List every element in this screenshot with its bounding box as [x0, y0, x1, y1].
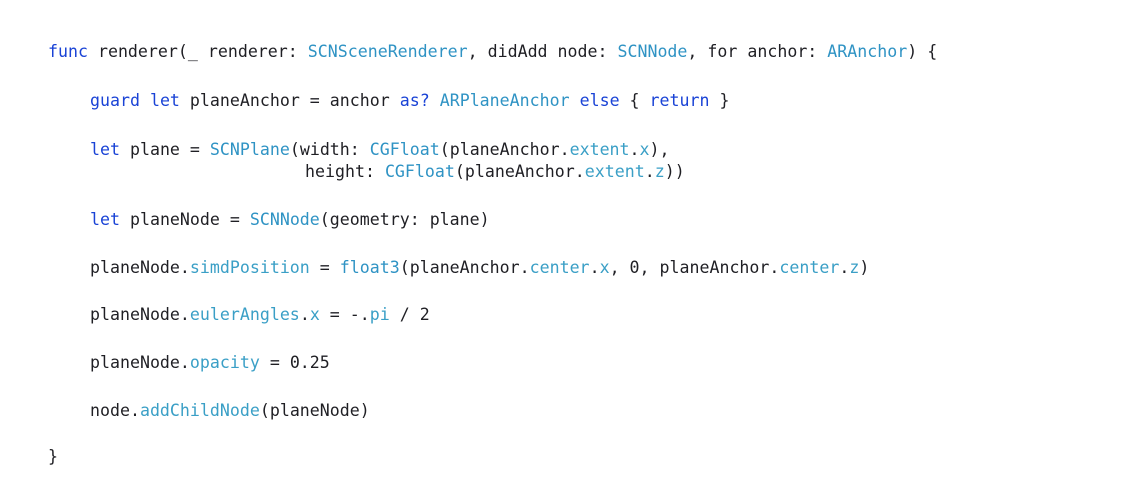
code-text-token: (planeAnchor.	[399, 258, 530, 277]
code-text-token: {	[619, 91, 650, 110]
keyword-token: let	[90, 140, 120, 159]
code-text-token: , for anchor:	[687, 42, 828, 61]
code-text-token: , didAdd node:	[467, 42, 618, 61]
code-text-token: (width:	[289, 140, 370, 159]
code-text-token: (planeNode)	[259, 401, 370, 420]
code-text-token: ))	[664, 162, 685, 181]
code-text-token: planeNode.	[90, 305, 190, 324]
keyword-token: else	[579, 91, 620, 110]
code-line-func-signature: func renderer(_ renderer: SCNSceneRender…	[48, 42, 937, 62]
member-token: x	[599, 258, 610, 277]
code-line-let-plane-node: let planeNode = SCNNode(geometry: plane)	[90, 210, 490, 230]
code-text-token: (planeAnchor.	[439, 140, 570, 159]
code-text-token: node.	[90, 401, 140, 420]
type-token: SCNNode	[249, 210, 320, 229]
member-token: z	[654, 162, 665, 181]
code-line-opacity: planeNode.opacity = 0.25	[90, 353, 330, 373]
code-text-token: .	[644, 162, 655, 181]
code-text-token: = -.	[319, 305, 370, 324]
code-text-token: (planeAnchor.	[454, 162, 585, 181]
code-text-token: =	[309, 258, 340, 277]
member-token: extent	[584, 162, 645, 181]
code-text-token	[570, 91, 580, 110]
keyword-token: let	[90, 210, 120, 229]
type-token: CGFloat	[369, 140, 440, 159]
member-token: x	[309, 305, 320, 324]
code-text-token: = 0.25	[259, 353, 330, 372]
member-token: extent	[569, 140, 630, 159]
code-line-plane-height: height: CGFloat(planeAnchor.extent.z))	[305, 162, 685, 182]
keyword-token: return	[649, 91, 710, 110]
code-text-token: .	[629, 140, 640, 159]
keyword-token: let	[149, 91, 180, 110]
code-text-token: (geometry: plane)	[319, 210, 490, 229]
member-token: opacity	[189, 353, 260, 372]
member-token: z	[849, 258, 860, 277]
code-text-token: )	[859, 258, 870, 277]
code-text-token: planeNode.	[90, 258, 190, 277]
keyword-token: func	[48, 42, 88, 61]
code-text-token: }	[48, 447, 58, 466]
code-text-token: }	[709, 91, 730, 110]
member-token: addChildNode	[139, 401, 260, 420]
member-token: eulerAngles	[189, 305, 300, 324]
code-text-token: plane =	[119, 140, 210, 159]
code-text-token: .	[299, 305, 310, 324]
member-token: center	[779, 258, 840, 277]
code-text-token	[140, 91, 150, 110]
code-text-token: height:	[305, 162, 385, 181]
type-token: CGFloat	[384, 162, 455, 181]
code-text-token: renderer(_ renderer:	[87, 42, 308, 61]
member-token: pi	[369, 305, 390, 324]
code-text-token: ) {	[907, 42, 938, 61]
keyword-token: guard	[90, 91, 140, 110]
code-text-token: planeNode =	[119, 210, 250, 229]
member-token: center	[529, 258, 590, 277]
type-token: SCNNode	[617, 42, 688, 61]
code-text-token: .	[839, 258, 850, 277]
member-token: simdPosition	[189, 258, 310, 277]
code-text-token: planeAnchor = anchor	[179, 91, 400, 110]
code-text-token: , 0, planeAnchor.	[609, 258, 780, 277]
code-line-let-plane: let plane = SCNPlane(width: CGFloat(plan…	[90, 140, 670, 160]
code-text-token: / 2	[389, 305, 430, 324]
type-token: ARPlaneAnchor	[439, 91, 570, 110]
type-token: ARAnchor	[827, 42, 908, 61]
code-line-euler-angles: planeNode.eulerAngles.x = -.pi / 2	[90, 305, 430, 325]
member-token: x	[639, 140, 650, 159]
keyword-token: as?	[399, 91, 430, 110]
type-token: SCNPlane	[209, 140, 290, 159]
code-line-add-child-node: node.addChildNode(planeNode)	[90, 401, 370, 421]
code-text-token: ),	[649, 140, 670, 159]
code-text-token: planeNode.	[90, 353, 190, 372]
code-line-guard-let: guard let planeAnchor = anchor as? ARPla…	[90, 91, 729, 111]
type-token: float3	[339, 258, 400, 277]
type-token: SCNSceneRenderer	[307, 42, 468, 61]
code-line-simd-position: planeNode.simdPosition = float3(planeAnc…	[90, 258, 869, 278]
code-line-closing-brace: }	[48, 447, 58, 467]
code-text-token: .	[589, 258, 600, 277]
code-text-token	[430, 91, 440, 110]
